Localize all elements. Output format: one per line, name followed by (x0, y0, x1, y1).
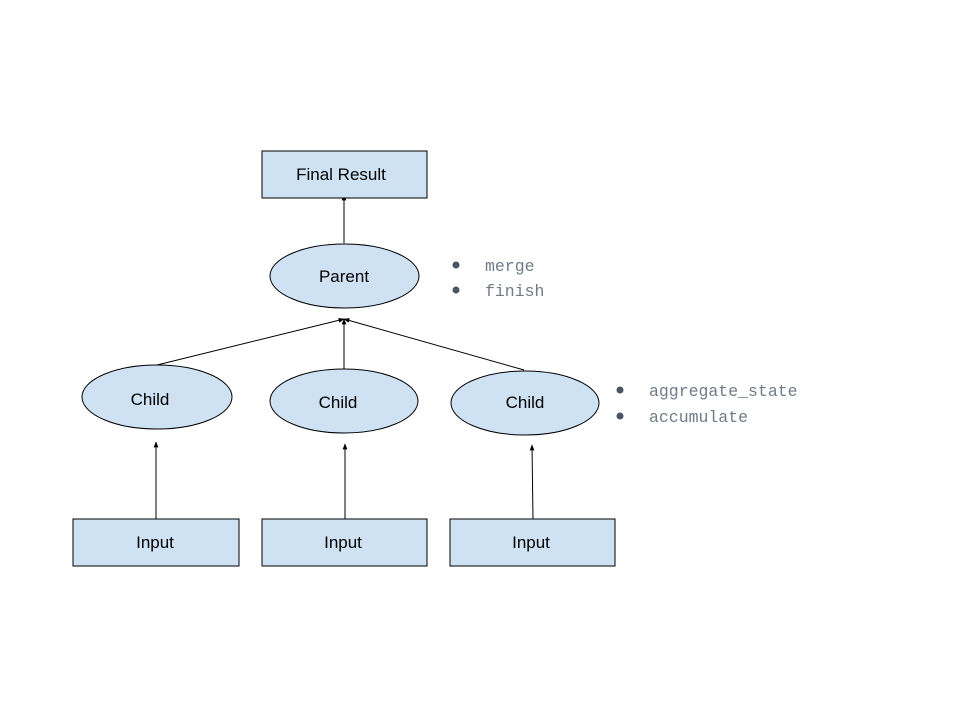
input-label: Input (136, 533, 174, 552)
bullet-icon (616, 386, 624, 394)
edge-child-3-to-parent (343, 318, 525, 371)
input-label: Input (512, 533, 550, 552)
parent-methods-list: merge finish (452, 257, 544, 301)
child-node-2: Child (269, 368, 419, 434)
parent-label: Parent (319, 267, 369, 286)
bullet-icon (616, 412, 624, 420)
edge-input-3-to-child-3 (529, 444, 535, 520)
parent-node: Parent (269, 243, 420, 309)
input-node-3: Input (449, 518, 616, 567)
input-node-2: Input (261, 518, 428, 567)
child-label: Child (319, 393, 358, 412)
parent-method-finish: finish (485, 282, 544, 301)
edges (153, 194, 535, 520)
parent-method-merge: merge (485, 257, 535, 276)
final-result-label: Final Result (296, 165, 386, 184)
child-label: Child (131, 390, 170, 409)
final-result-node: Final Result (261, 150, 428, 199)
child-method-aggregate-state: aggregate_state (649, 382, 798, 401)
edge-child-1-to-parent (156, 317, 345, 366)
child-methods-list: aggregate_state accumulate (616, 382, 798, 427)
child-method-accumulate: accumulate (649, 408, 748, 427)
input-label: Input (324, 533, 362, 552)
child-node-1: Child (81, 364, 233, 430)
child-node-3: Child (450, 370, 600, 436)
child-label: Child (506, 393, 545, 412)
input-node-1: Input (72, 518, 240, 567)
bullet-icon (452, 261, 460, 269)
bullet-icon (452, 286, 460, 294)
